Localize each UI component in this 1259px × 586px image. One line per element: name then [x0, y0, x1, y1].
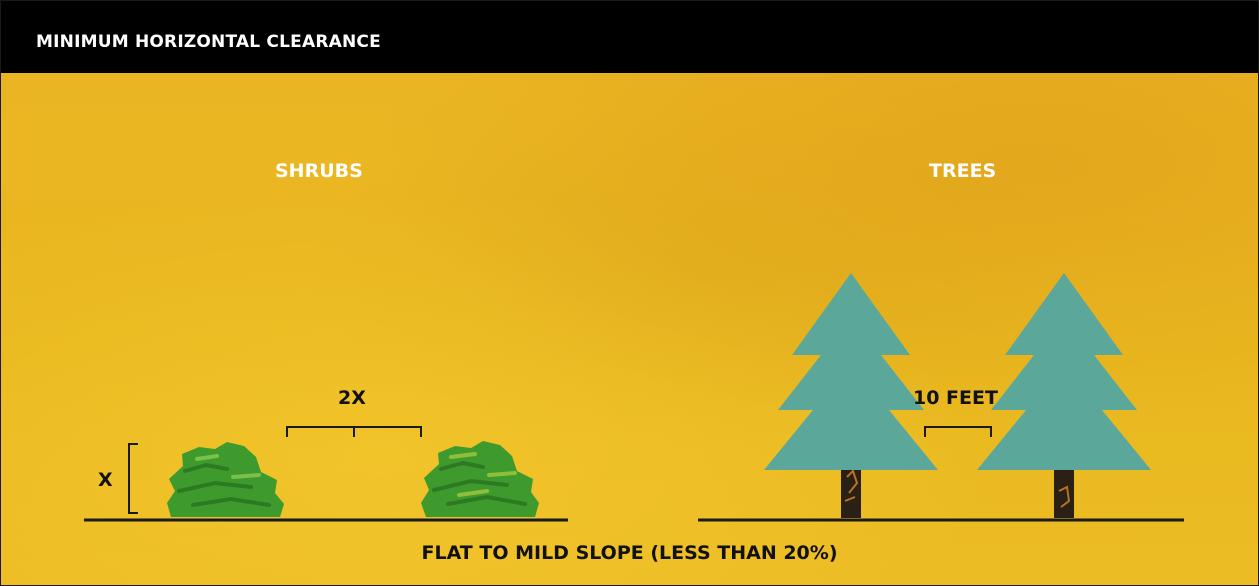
shrub-height-bracket: [128, 443, 138, 514]
trees-title: TREES: [929, 160, 997, 182]
shrub-icon: [421, 441, 539, 517]
tree-canopy: [977, 273, 1151, 470]
shrubs-title: SHRUBS: [275, 160, 363, 182]
shrub-height-label: X: [98, 469, 113, 491]
shrub-spacing-label: 2X: [338, 387, 366, 409]
shrub-icon: [167, 442, 284, 517]
illustration-canvas: [84, 273, 1184, 522]
tree-spacing-bracket: [924, 426, 992, 437]
tree-icon: [977, 273, 1151, 518]
header-bar: MINIMUM HORIZONTAL CLEARANCE: [1, 1, 1258, 73]
tree-trunk: [1054, 465, 1074, 518]
tree-canopy: [764, 273, 938, 470]
slope-caption: FLAT TO MILD SLOPE (LESS THAN 20%): [421, 542, 838, 564]
header-title: MINIMUM HORIZONTAL CLEARANCE: [36, 32, 381, 52]
illustration-panel: SHRUBS TREES 2X 10 FEET X FLAT TO MILD S…: [1, 73, 1258, 585]
shrub-spacing-bracket: [286, 426, 422, 437]
tree-icon: [764, 273, 938, 518]
tree-spacing-label: 10 FEET: [913, 387, 998, 409]
